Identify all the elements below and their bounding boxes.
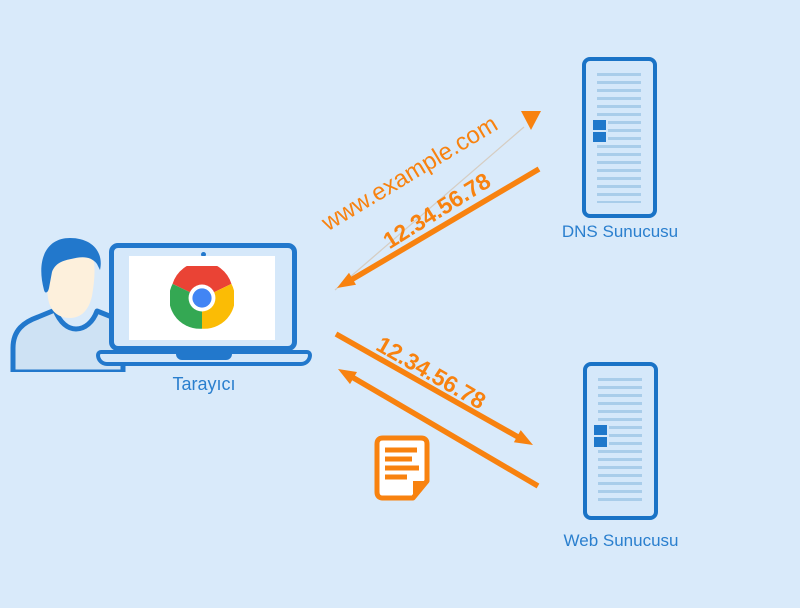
user-icon	[10, 238, 126, 372]
laptop-icon	[96, 240, 312, 366]
web-server-label: Web Sunucusu	[563, 531, 679, 550]
dns-server-label: DNS Sunucusu	[561, 222, 679, 241]
laptop-camera-dot	[201, 252, 206, 257]
server-led-chip	[594, 437, 607, 447]
server-led-chip	[593, 132, 606, 142]
browser-label: Tarayıcı	[172, 374, 236, 394]
web-page-document-icon	[374, 435, 430, 501]
dns-server-icon	[582, 57, 657, 218]
server-led-chip	[594, 425, 607, 435]
web-request-label: 12.34.56.78	[372, 330, 491, 415]
laptop-base	[96, 350, 312, 366]
server-led-chip	[593, 120, 606, 130]
chrome-logo-icon	[170, 266, 234, 329]
laptop-notch	[176, 354, 232, 360]
browser-screen	[129, 256, 275, 340]
laptop-screen-frame	[109, 243, 297, 351]
web-server-icon	[583, 362, 658, 520]
